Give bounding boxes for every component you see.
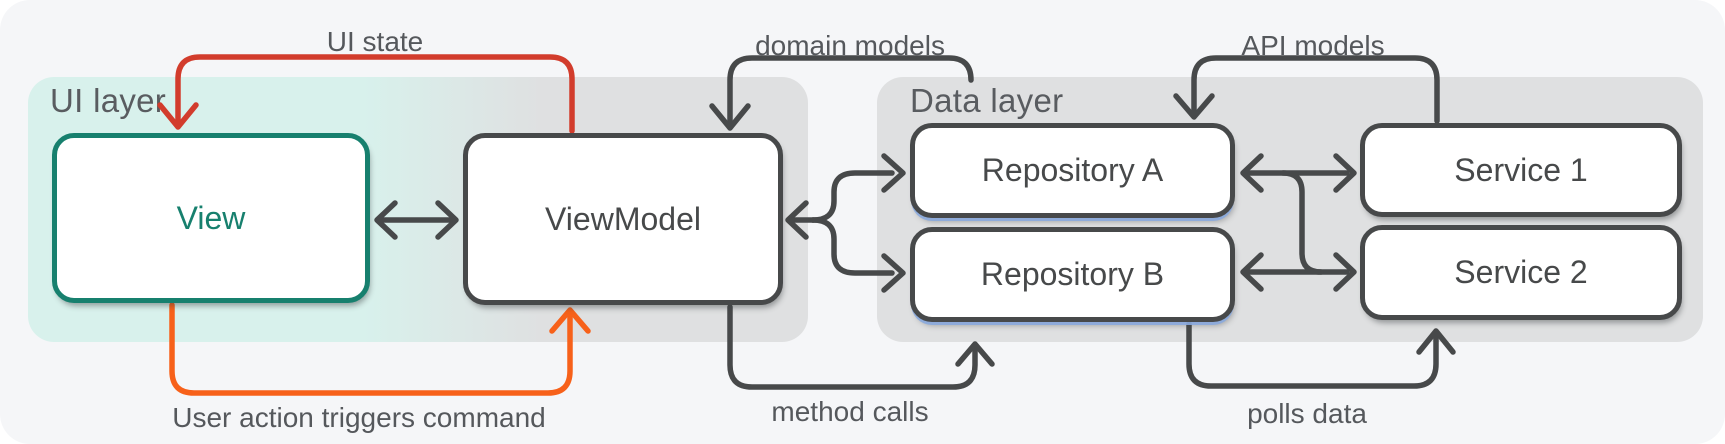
repository-a-box: Repository A <box>910 123 1235 218</box>
repository-b-box-label: Repository B <box>980 256 1165 292</box>
user-action-arrow-label: User action triggers command <box>172 402 546 433</box>
repository-a-box-label: Repository A <box>981 152 1164 188</box>
domain-models-arrow-label: domain models <box>755 30 945 61</box>
viewmodel-box: ViewModel <box>463 133 783 305</box>
view-box: View <box>52 133 370 303</box>
ui-layer-label: UI layer <box>50 82 167 119</box>
service-1-box: Service 1 <box>1360 123 1682 217</box>
view-box-label: View <box>176 199 246 236</box>
method-calls-arrow-label: method calls <box>771 396 929 427</box>
data-layer-label: Data layer <box>910 82 1064 119</box>
ui-state-arrow-label: UI state <box>326 26 424 57</box>
service-2-box-label: Service 2 <box>1454 254 1588 290</box>
service-2-box: Service 2 <box>1360 225 1682 320</box>
service-1-box-label: Service 1 <box>1454 151 1588 188</box>
repository-b-box: Repository B <box>910 227 1235 322</box>
api-models-arrow-label: API models <box>1241 30 1385 61</box>
polls-data-arrow-label: polls data <box>1247 398 1367 429</box>
viewmodel-box-label: ViewModel <box>545 200 701 237</box>
